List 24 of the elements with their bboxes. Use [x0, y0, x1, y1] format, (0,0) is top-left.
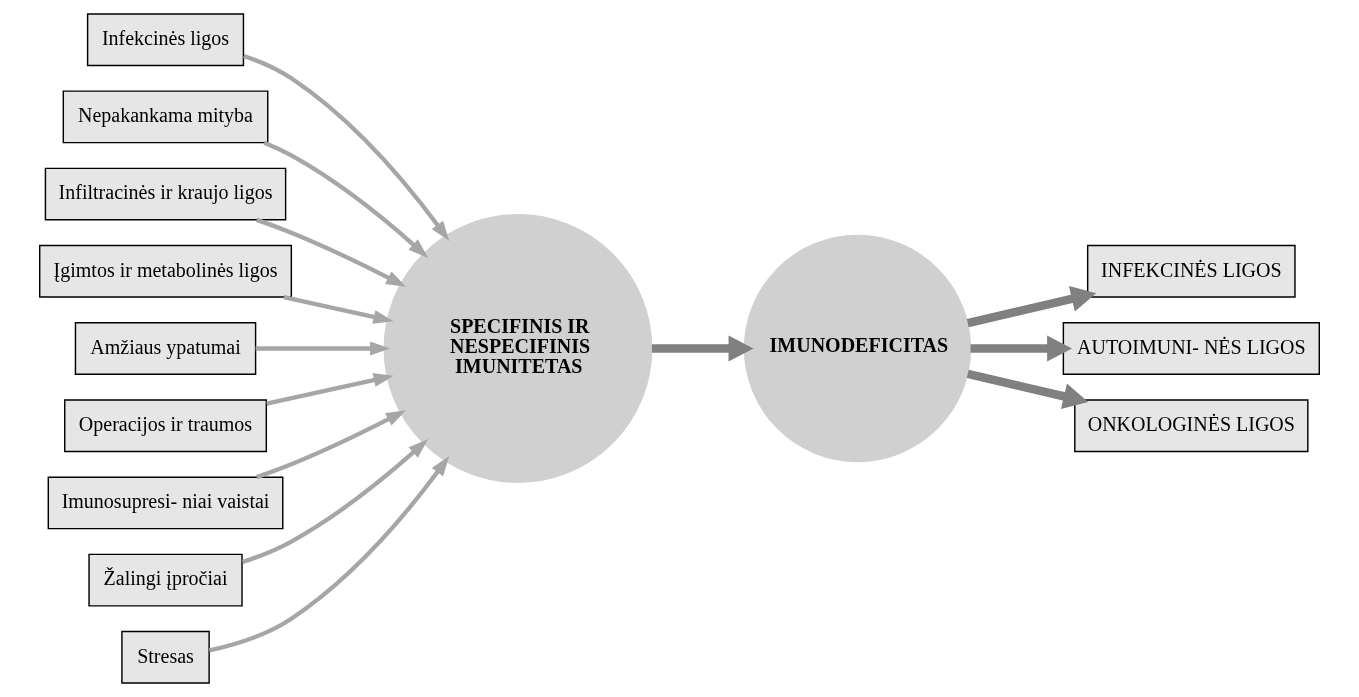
node-box: Nepakankama mityba	[62, 90, 269, 144]
arrow	[243, 53, 450, 242]
node-box: Infekcinės ligos	[86, 13, 245, 67]
arrow	[651, 335, 754, 362]
arrow	[283, 295, 394, 324]
arrow	[208, 455, 450, 653]
arrow	[242, 439, 429, 565]
arrow	[263, 140, 429, 258]
arrow	[970, 335, 1073, 362]
node-box: Žalingi įpročiai	[88, 553, 243, 607]
node-box: Operacijos ir traumos	[64, 399, 268, 453]
node-box: INFEKCINĖS LIGOS	[1086, 244, 1296, 298]
arrow	[266, 373, 394, 406]
arrow	[255, 341, 391, 356]
node-box: Stresas	[121, 630, 210, 684]
node-box: Įgimtos ir metabolinės ligos	[39, 244, 293, 298]
arrow	[966, 286, 1097, 328]
node-circle: IMUNODEFICITAS	[743, 234, 972, 463]
node-box: Infiltracinės ir kraujo ligos	[44, 167, 287, 221]
node-box: AUTOIMUNI- NĖS LIGOS	[1062, 322, 1320, 375]
node-box: Amžiaus ypatumai	[74, 322, 257, 375]
node-box: Imunosupresi- niai vaistai	[47, 476, 284, 530]
node-box: ONKOLOGINĖS LIGOS	[1074, 399, 1309, 453]
arrow	[966, 369, 1089, 410]
